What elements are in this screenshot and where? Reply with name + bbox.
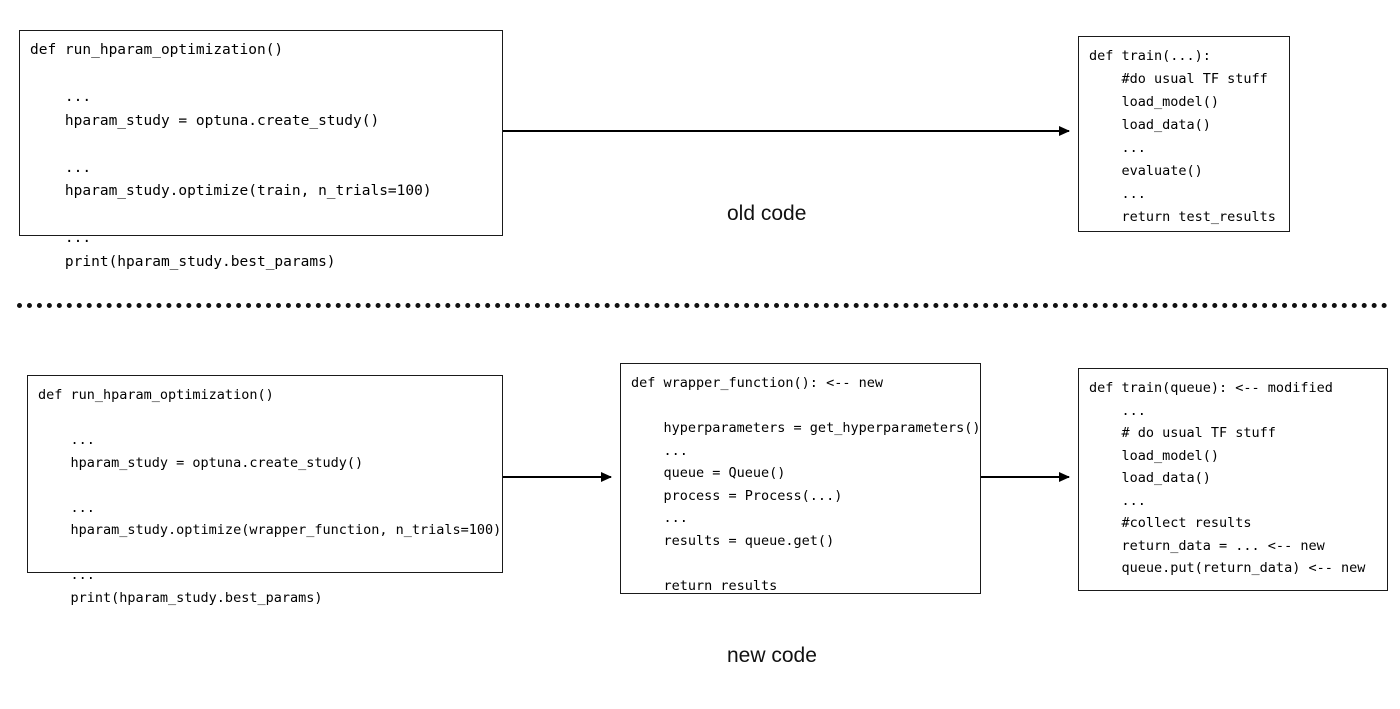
section-caption-new-code: new code bbox=[727, 644, 817, 667]
section-caption-old-code: old code bbox=[727, 202, 807, 225]
code-box-old-run-hparam-optimization: def run_hparam_optimization() ... hparam… bbox=[19, 30, 503, 270]
arrow-new-caller-to-wrapper bbox=[503, 476, 611, 478]
arrow-new-wrapper-to-train bbox=[981, 476, 1069, 478]
code-text-old-run-hparam-optimization: def run_hparam_optimization() ... hparam… bbox=[30, 42, 432, 270]
code-box-new-train: def train(queue): <-- modified ... # do … bbox=[1078, 368, 1388, 591]
code-box-new-run-hparam-optimization: def run_hparam_optimization() ... hparam… bbox=[27, 375, 503, 606]
code-box-new-wrapper-function: def wrapper_function(): <-- new hyperpar… bbox=[620, 363, 981, 594]
code-text-old-train: def train(...): #do usual TF stuff load_… bbox=[1089, 48, 1276, 225]
code-text-new-train: def train(queue): <-- modified ... # do … bbox=[1089, 380, 1366, 576]
code-text-new-run-hparam-optimization: def run_hparam_optimization() ... hparam… bbox=[38, 387, 502, 606]
code-text-new-wrapper-function: def wrapper_function(): <-- new hyperpar… bbox=[631, 375, 981, 594]
arrow-old-caller-to-train bbox=[503, 130, 1069, 132]
code-box-old-train: def train(...): #do usual TF stuff load_… bbox=[1078, 36, 1290, 232]
dotted-section-divider bbox=[17, 303, 1388, 308]
